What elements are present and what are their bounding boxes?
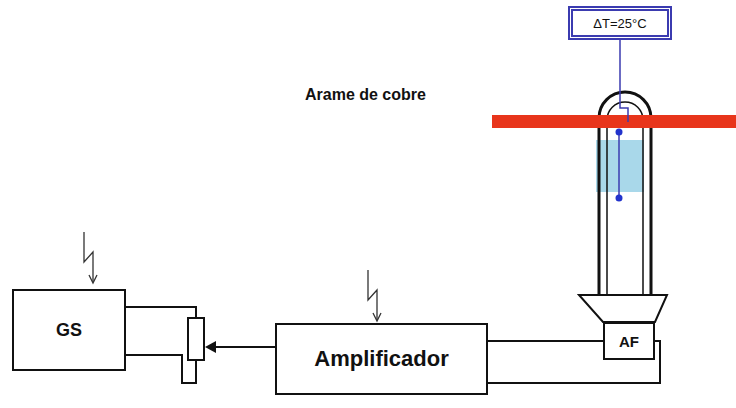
node-text: Amplificador [314,346,448,372]
lightning-symbol [368,270,377,320]
speaker-cone [579,295,667,322]
node-text: GS [56,320,82,341]
generator-box: GS [12,289,126,371]
wire [126,355,196,383]
amplifier-box: Amplificador [275,323,488,395]
potentiometer-symbol [188,318,204,360]
water-column [596,140,644,192]
lightning-symbol [373,313,381,321]
wiper-line [212,346,275,348]
wire-connector [126,307,196,318]
node-text: AF [619,333,639,350]
node-text: ΔT=25°C [593,16,646,31]
electrode-dot [616,195,623,202]
lightning-symbol [84,232,93,282]
wire-line [126,307,196,318]
thermometer-lead [620,40,628,122]
glass-tube-inner [607,102,643,295]
part-label: Arame de cobre [305,86,426,104]
lightning-symbol [89,275,97,283]
electrode-dot [616,129,623,136]
wiper-arrowhead [205,341,216,353]
copper-wire [492,115,736,128]
thermometer-box: ΔT=25°C [568,6,672,40]
speaker-box: AF [603,322,655,360]
electrode-line [618,132,620,198]
